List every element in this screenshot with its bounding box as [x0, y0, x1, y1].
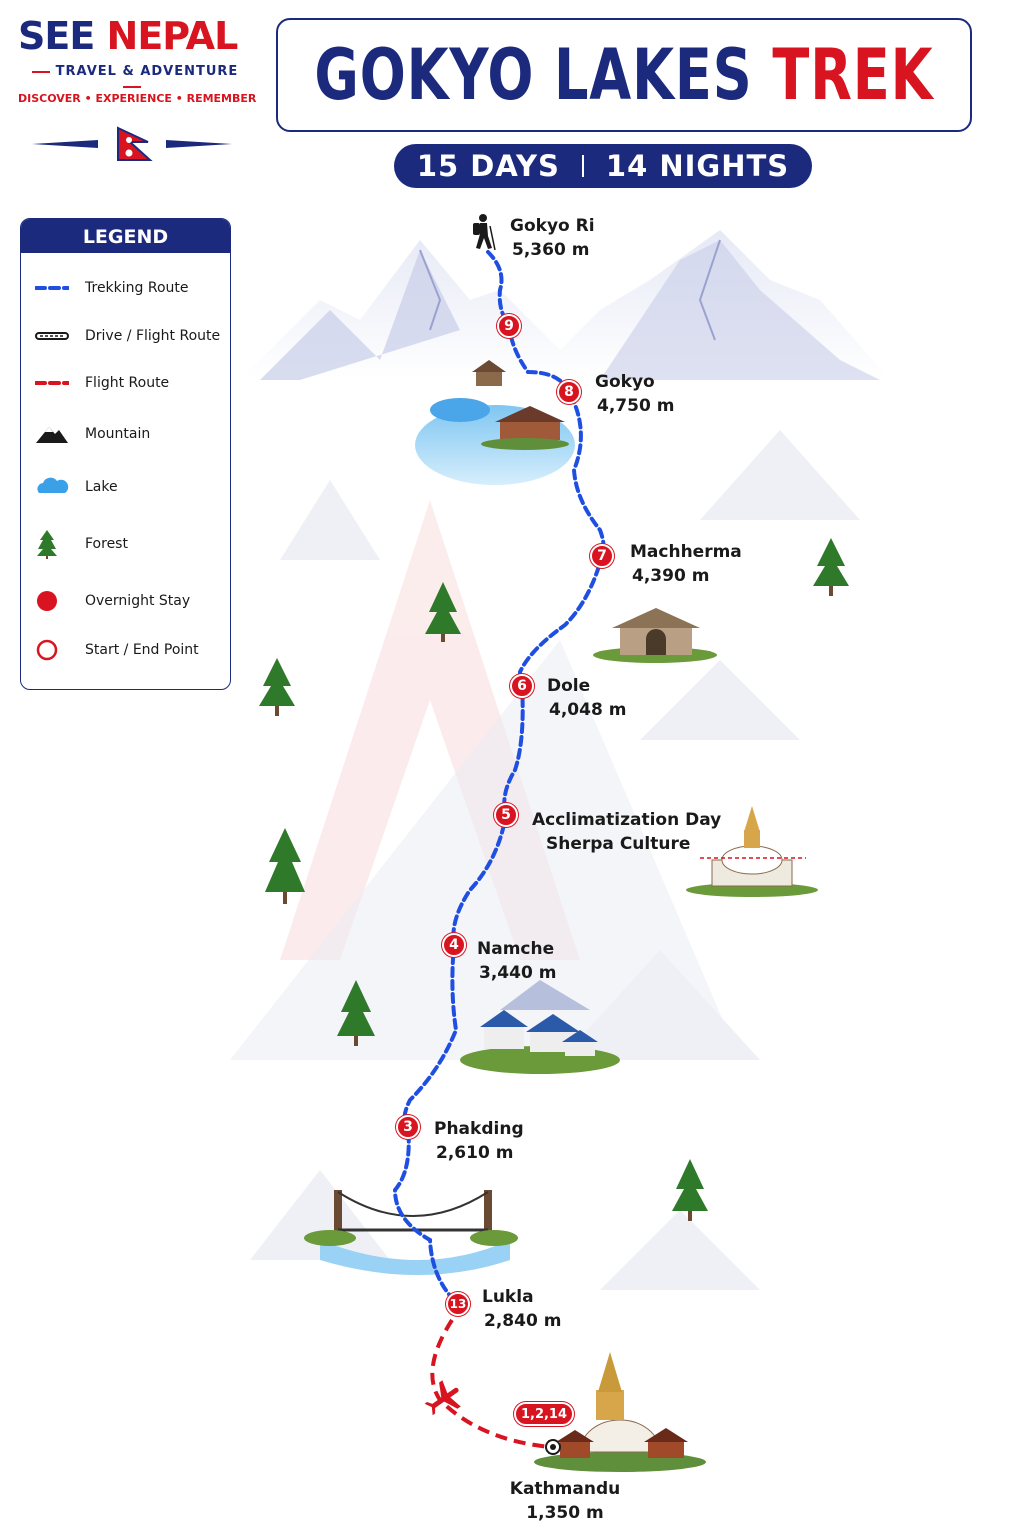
mountain-range — [240, 230, 890, 380]
title-main: GOKYO LAKES — [314, 34, 753, 116]
legend-item-drive-flight-route: Drive / Flight Route — [35, 323, 230, 349]
page-title-box: GOKYO LAKES TREK — [276, 18, 972, 132]
nepal-flag-icon — [32, 126, 232, 161]
stop-altitude: 1,350 m — [526, 1503, 604, 1523]
legend-item-lake: Lake — [35, 474, 230, 500]
machherma-hut-illustration — [593, 608, 717, 663]
stop-name: Kathmandu — [509, 1479, 621, 1499]
hiker-icon — [473, 214, 496, 251]
flight-route-path — [430, 1318, 551, 1449]
duration-divider — [581, 155, 584, 177]
drive-flight-route-icon — [35, 323, 71, 349]
stupa-illustration — [686, 806, 818, 897]
legend-label: Forest — [85, 536, 128, 552]
legend-label: Lake — [85, 479, 118, 495]
stop-altitude: 4,048 m — [549, 700, 627, 720]
stop-name: Dole — [547, 676, 591, 696]
trekking-route-icon — [35, 275, 71, 301]
overnight-stay-icon — [35, 588, 71, 614]
stop-altitude: Sherpa Culture — [546, 834, 691, 854]
overnight-stay-badge[interactable]: 5 — [494, 803, 518, 827]
title-accent: TREK — [772, 34, 934, 116]
legend-item-forest: Forest — [35, 530, 230, 559]
lake-icon — [35, 474, 71, 500]
airplane-icon — [424, 1380, 461, 1416]
stop-name: Machherma — [630, 542, 742, 562]
stop-altitude: 5,360 m — [512, 240, 590, 260]
stop-name: Gokyo — [595, 372, 655, 392]
overnight-stay-badge[interactable]: 4 — [442, 933, 466, 957]
legend-item-flight-route: Flight Route — [35, 370, 230, 396]
legend-panel: LEGEND Trekking Route Drive / Flight Rou… — [20, 218, 231, 690]
stop-label: Machherma 4,390 m — [630, 540, 742, 588]
stop-label: Phakding 2,610 m — [434, 1117, 524, 1165]
logo-wordmark: SEE NEPAL — [18, 14, 246, 58]
kathmandu-stupa-illustration — [534, 1352, 706, 1472]
legend-label: Mountain — [85, 426, 151, 442]
legend-label: Start / End Point — [85, 642, 199, 658]
stop-altitude: 2,610 m — [436, 1143, 514, 1163]
flight-route-icon — [35, 370, 71, 396]
stop-label: Gokyo Ri 5,360 m — [510, 214, 595, 262]
logo-nepal: NEPAL — [106, 14, 239, 58]
legend-item-overnight-stay: Overnight Stay — [35, 588, 230, 614]
stop-name: Gokyo Ri — [510, 216, 595, 236]
stop-label: Lukla 2,840 m — [482, 1285, 561, 1333]
stop-label: Dole 4,048 m — [547, 674, 626, 722]
suspension-bridge-illustration — [304, 1190, 518, 1275]
stop-altitude: 2,840 m — [484, 1311, 562, 1331]
legend-label: Overnight Stay — [85, 593, 191, 609]
legend-item-start-end-point: Start / End Point — [35, 637, 230, 663]
stop-name: Phakding — [434, 1119, 524, 1139]
duration-nights: 14 NIGHTS — [605, 149, 790, 183]
start-end-day-badge[interactable]: 1,2,14 — [514, 1402, 574, 1426]
legend-heading: LEGEND — [21, 219, 230, 253]
overnight-stay-badge[interactable]: 8 — [557, 380, 581, 404]
page-title: GOKYO LAKES TREK — [314, 34, 933, 116]
legend-label: Trekking Route — [85, 280, 189, 296]
brand-logo[interactable]: SEE NEPAL TRAVEL & ADVENTURE DISCOVER • … — [18, 14, 257, 164]
logo-slogan: DISCOVER • EXPERIENCE • REMEMBER — [18, 92, 257, 105]
legend-item-trekking-route: Trekking Route — [35, 275, 230, 301]
logo-see: SEE — [18, 14, 95, 58]
logo-tagline: TRAVEL & ADVENTURE — [18, 64, 246, 94]
forest-trees — [259, 538, 849, 1221]
duration-days: 15 DAYS — [416, 149, 560, 183]
stop-label: Namche 3,440 m — [477, 937, 556, 985]
forest-icon — [35, 530, 71, 559]
overnight-stay-badge[interactable]: 6 — [510, 674, 534, 698]
overnight-stay-badge[interactable]: 13 — [446, 1292, 470, 1316]
stop-altitude: 4,390 m — [632, 566, 710, 586]
overnight-stay-badge[interactable]: 7 — [590, 544, 614, 568]
duration-pill: 15 DAYS 14 NIGHTS — [394, 144, 812, 188]
namche-village-illustration — [460, 980, 620, 1074]
legend-item-mountain: Mountain — [35, 421, 230, 447]
stop-name: Lukla — [482, 1287, 534, 1307]
start-end-point-marker — [545, 1439, 561, 1455]
stop-altitude: 4,750 m — [597, 396, 675, 416]
stop-label: Gokyo 4,750 m — [595, 370, 674, 418]
overnight-stay-badge[interactable]: 9 — [497, 314, 521, 338]
overnight-stay-badge[interactable]: 3 — [396, 1115, 420, 1139]
legend-label: Flight Route — [85, 375, 170, 391]
mountain-icon — [35, 421, 71, 447]
start-end-point-icon — [35, 637, 71, 663]
gokyo-lake-illustration — [415, 360, 575, 485]
stop-name: Acclimatization Day — [532, 810, 722, 830]
background-watermark — [230, 500, 740, 1060]
stop-altitude: 3,440 m — [479, 963, 557, 983]
legend-label: Drive / Flight Route — [85, 328, 221, 344]
stop-label: Kathmandu 1,350 m — [485, 1477, 645, 1525]
stop-name: Namche — [477, 939, 555, 959]
